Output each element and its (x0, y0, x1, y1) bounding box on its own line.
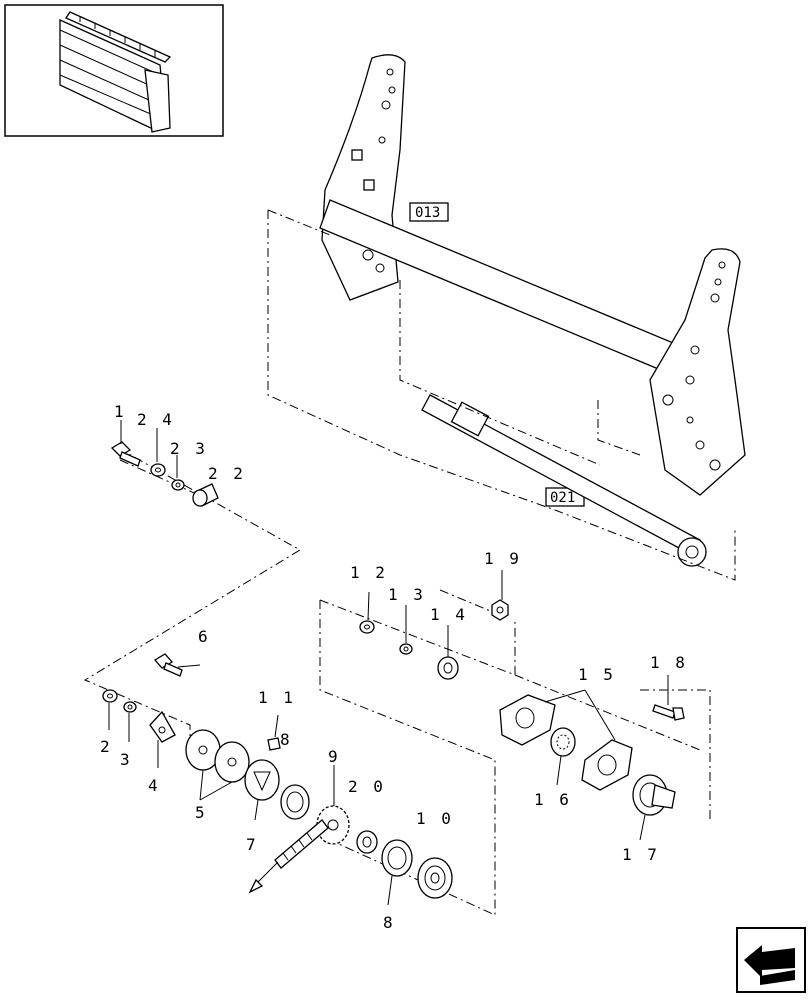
bearing-16 (550, 727, 576, 757)
callout-24: 2 4 (137, 410, 175, 429)
flange-plates-5 (185, 729, 250, 783)
washer-12 (359, 620, 375, 634)
callout-1: 1 (114, 402, 127, 421)
callout-6: 6 (198, 627, 211, 646)
nut-19 (491, 599, 509, 621)
header-unit-thumbnail (4, 4, 224, 137)
ring-8a (280, 784, 310, 820)
callouts: 1 2 4 2 3 2 2 6 2 3 4 5 1 1 8 7 9 2 0 8 … (100, 402, 688, 932)
sprocket-9 (316, 805, 350, 845)
callout-12: 1 2 (350, 563, 388, 582)
callout-11: 1 1 (258, 688, 296, 707)
reference-box-013: 013 (409, 202, 449, 222)
bolt-18 (652, 704, 685, 721)
triangle-flange-7 (244, 759, 280, 801)
washer-2 (102, 689, 118, 703)
callout-8a: 8 (280, 730, 293, 749)
callout-14: 1 4 (430, 605, 468, 624)
ring-8b (381, 839, 413, 877)
callout-19: 1 9 (484, 549, 522, 568)
callout-13: 1 3 (388, 585, 426, 604)
pulley-10 (417, 857, 453, 899)
callout-20: 2 0 (348, 777, 386, 796)
callout-23: 2 3 (170, 439, 208, 458)
drive-shaft (421, 394, 707, 567)
callout-10: 1 0 (416, 809, 454, 828)
leader-lines (108, 420, 669, 906)
callout-18: 1 8 (650, 653, 688, 672)
callout-2: 2 (100, 737, 113, 756)
callout-8b: 8 (383, 913, 396, 932)
callout-3: 3 (120, 750, 133, 769)
bolt-1 (110, 441, 141, 467)
callout-9: 9 (328, 747, 341, 766)
washer-13 (399, 643, 413, 655)
callout-16: 1 6 (534, 790, 572, 809)
callout-22: 2 2 (208, 464, 246, 483)
callout-17: 1 7 (622, 845, 660, 864)
bushing-22 (192, 483, 219, 507)
callout-4: 4 (148, 776, 161, 795)
bearing-housing-15a (499, 694, 556, 746)
washer-3 (123, 701, 137, 713)
chain (248, 819, 329, 894)
reference-021: 021 (550, 490, 575, 506)
key-11 (267, 737, 281, 751)
washer-23 (171, 479, 185, 491)
callout-5: 5 (195, 803, 208, 822)
bolt-6 (153, 653, 183, 677)
next-page-arrow-icon[interactable] (736, 927, 806, 993)
washer-14 (437, 656, 459, 680)
hub-17 (632, 774, 676, 816)
frame-assembly (319, 54, 746, 496)
reference-013: 013 (415, 205, 440, 221)
callout-15: 1 5 (578, 665, 616, 684)
washer-24 (150, 463, 166, 477)
flange-4 (149, 710, 176, 743)
callout-7: 7 (246, 835, 259, 854)
washer-20 (356, 830, 378, 854)
bearing-housing-15b (581, 739, 633, 791)
